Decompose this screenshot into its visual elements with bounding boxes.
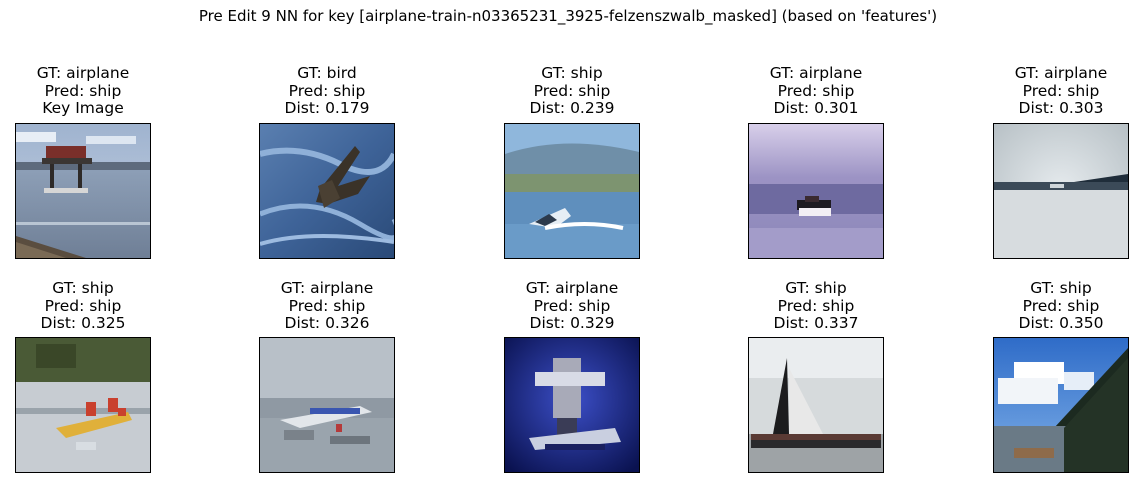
dist-label: Dist: 0.239	[529, 99, 615, 117]
thumbnail-image	[993, 123, 1129, 259]
panel-title: GT: ship Pred: ship Dist: 0.325	[0, 279, 191, 333]
thumbnail-image	[259, 337, 395, 473]
panel-title: GT: airplane Pred: ship Key Image	[0, 64, 191, 118]
gt-label: GT: airplane	[525, 279, 619, 297]
pred-label: Pred: ship	[44, 296, 122, 315]
gt-label: GT: ship	[1030, 279, 1092, 297]
panel-title: GT: ship Pred: ship Dist: 0.239	[464, 64, 680, 118]
gt-label: GT: airplane	[1014, 64, 1108, 82]
pred-label: Pred: ship	[777, 296, 855, 315]
gt-label: GT: ship	[541, 64, 603, 82]
panel-title: GT: bird Pred: ship Dist: 0.179	[219, 64, 435, 118]
thumbnail-image	[993, 337, 1129, 473]
dist-label: Dist: 0.337	[773, 314, 859, 332]
key-image-label: Key Image	[42, 99, 124, 117]
pred-label: Pred: ship	[288, 81, 366, 100]
gt-label: GT: ship	[52, 279, 114, 297]
dist-label: Dist: 0.303	[1018, 99, 1104, 117]
pred-label: Pred: ship	[1022, 296, 1100, 315]
dist-label: Dist: 0.326	[284, 314, 370, 332]
dist-label: Dist: 0.350	[1018, 314, 1104, 332]
dist-label: Dist: 0.301	[773, 99, 859, 117]
gt-label: GT: airplane	[769, 64, 863, 82]
thumbnail-image	[504, 123, 640, 259]
pred-label: Pred: ship	[44, 81, 122, 100]
gt-label: GT: airplane	[36, 64, 130, 82]
panel-title: GT: ship Pred: ship Dist: 0.350	[953, 279, 1136, 333]
pred-label: Pred: ship	[777, 81, 855, 100]
thumbnail-image	[15, 337, 151, 473]
panel-title: GT: airplane Pred: ship Dist: 0.303	[953, 64, 1136, 118]
gt-label: GT: bird	[297, 64, 357, 82]
thumbnail-image	[504, 337, 640, 473]
pred-label: Pred: ship	[533, 296, 611, 315]
gt-label: GT: airplane	[280, 279, 374, 297]
panel-title: GT: airplane Pred: ship Dist: 0.301	[708, 64, 924, 118]
dist-label: Dist: 0.325	[40, 314, 126, 332]
gt-label: GT: ship	[785, 279, 847, 297]
panel-title: GT: airplane Pred: ship Dist: 0.329	[464, 279, 680, 333]
thumbnail-image	[748, 123, 884, 259]
pred-label: Pred: ship	[533, 81, 611, 100]
panel-title: GT: ship Pred: ship Dist: 0.337	[708, 279, 924, 333]
thumbnail-image	[259, 123, 395, 259]
thumbnail-image	[15, 123, 151, 259]
dist-label: Dist: 0.329	[529, 314, 615, 332]
panel-title: GT: airplane Pred: ship Dist: 0.326	[219, 279, 435, 333]
dist-label: Dist: 0.179	[284, 99, 370, 117]
thumbnail-image	[748, 337, 884, 473]
figure-title: Pre Edit 9 NN for key [airplane-train-n0…	[198, 7, 938, 25]
pred-label: Pred: ship	[1022, 81, 1100, 100]
pred-label: Pred: ship	[288, 296, 366, 315]
